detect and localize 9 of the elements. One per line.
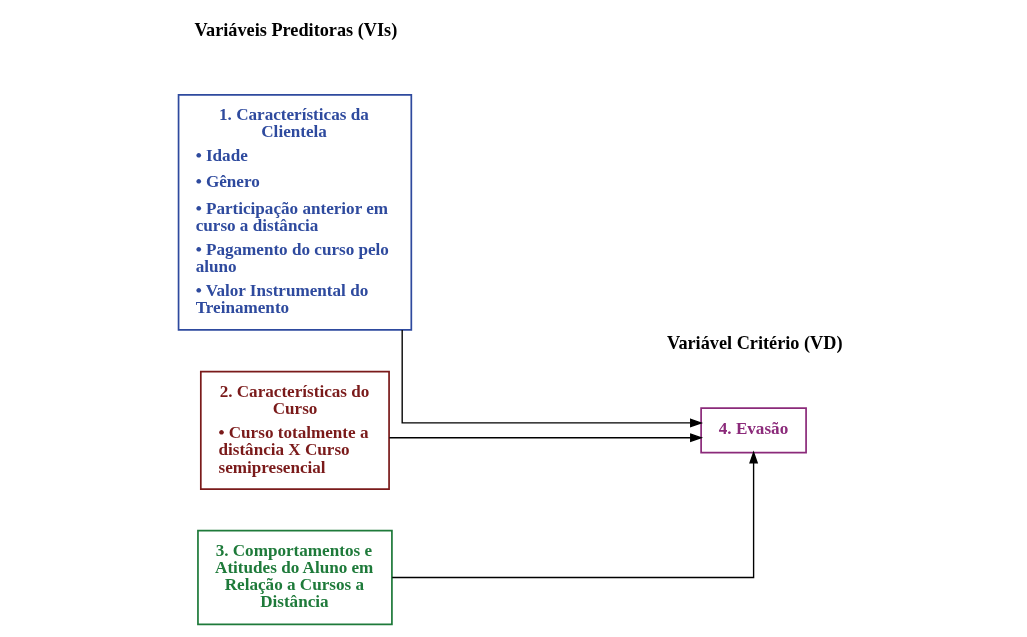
label: Variáveis Preditoras (VIs) bbox=[194, 20, 397, 41]
label: Variável Critério (VD) bbox=[666, 333, 843, 354]
arrow bbox=[391, 450, 758, 579]
node-box: 4. Evasão bbox=[699, 407, 807, 454]
arrow bbox=[401, 329, 703, 428]
node-box: 1. Características da Clientela • Idade • Gênero • Participação anterior em curso a distância • Pagamento do curso pelo aluno • Valor Instrumental do Treinamento bbox=[177, 94, 412, 331]
node-box: 3. Comportamentos e Atitudes do Aluno em Relação a Cursos a Distância bbox=[196, 529, 393, 626]
arrow bbox=[388, 433, 703, 443]
node-box: 2. Características do Curso • Curso totalmente a distância X Curso semipresencial bbox=[199, 370, 390, 490]
